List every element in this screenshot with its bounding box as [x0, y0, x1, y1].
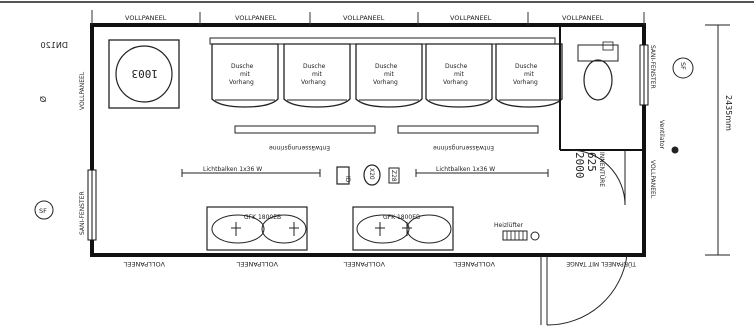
junction-box: Z28	[388, 167, 400, 184]
top-panel-label: VOLLPANEEL	[235, 14, 277, 22]
exterior-door	[540, 254, 628, 326]
top-wall-ticks	[91, 10, 645, 25]
svg-text:Vorhang: Vorhang	[513, 79, 538, 86]
ventilator: Ventilator	[658, 120, 679, 154]
bottom-panel-label: VOLLPANEEL	[123, 260, 165, 268]
top-wall-labels: VOLLPANEEL VOLLPANEEL VOLLPANEEL VOLLPAN…	[125, 14, 604, 22]
width-dimension: 2435mm	[705, 24, 733, 256]
svg-text:Vorhang: Vorhang	[301, 79, 326, 86]
shower-stall: Dusche mit Vorhang	[283, 43, 351, 108]
sf-badge-text: SF	[39, 207, 47, 215]
svg-text:Lichtbalken 1x36 W: Lichtbalken 1x36 W	[203, 166, 262, 173]
svg-text:SF: SF	[679, 62, 687, 70]
svg-text:Vorhang: Vorhang	[443, 79, 468, 86]
inner-door: INNENTÜRE 625 2000	[569, 149, 626, 206]
door-panel-label: TÜRPANEEL MIT TANGE	[566, 260, 637, 267]
svg-text:Ventilator: Ventilator	[658, 120, 665, 150]
svg-text:2000: 2000	[573, 152, 586, 179]
svg-text:625: 625	[585, 152, 598, 172]
bottom-panel-label: VOLLPANEEL	[236, 260, 278, 268]
light-bar: Lichtbalken 1x36 W	[415, 166, 549, 177]
switch-box: ID	[336, 166, 351, 185]
bottom-panel-label: VOLLPANEEL	[343, 260, 385, 268]
svg-text:mit: mit	[454, 71, 465, 78]
svg-text:mit: mit	[384, 71, 395, 78]
container-outline	[90, 23, 646, 257]
drain-channel: Entwässerungsrinne	[397, 125, 539, 151]
svg-text:Vorhang: Vorhang	[373, 79, 398, 86]
left-wall: SANI-FENSTER VOLLPANEEL	[79, 71, 97, 241]
svg-text:Dusche: Dusche	[231, 63, 254, 70]
top-panel-label: VOLLPANEEL	[562, 14, 604, 22]
svg-text:Entwässerungsrinne: Entwässerungsrinne	[269, 144, 330, 151]
shower-row	[209, 37, 556, 45]
right-wall: SANI-FENSTER VOLLPANEEL	[639, 44, 656, 199]
top-panel-label: VOLLPANEEL	[125, 14, 167, 22]
shower-stall: Dusche mit Vorhang	[495, 43, 563, 108]
svg-text:Dusche: Dusche	[375, 63, 398, 70]
svg-text:Dusche: Dusche	[515, 63, 538, 70]
left-panel-label: VOLLPANEEL	[79, 71, 86, 110]
bottom-panel-label: VOLLPANEEL	[453, 260, 495, 268]
outlet-device: X20	[363, 164, 381, 186]
shower-stall: Dusche mit Vorhang	[425, 43, 493, 108]
svg-text:mit: mit	[240, 71, 251, 78]
tank-label: 1003	[132, 67, 159, 80]
left-small-label: Ø	[38, 96, 48, 102]
svg-text:Lichtbalken 1x36 W: Lichtbalken 1x36 W	[436, 166, 495, 173]
left-window-label: SANI-FENSTER	[79, 191, 86, 235]
svg-text:X20: X20	[368, 168, 375, 180]
shower-stall: Dusche mit Vorhang	[355, 43, 423, 108]
svg-text:mit: mit	[524, 71, 535, 78]
tank: 1003	[108, 39, 180, 109]
svg-text:ID: ID	[344, 176, 351, 183]
svg-text:Dusche: Dusche	[445, 63, 468, 70]
bottom-wall-labels: VOLLPANEEL VOLLPANEEL VOLLPANEEL VOLLPAN…	[123, 260, 637, 268]
svg-text:GFK 1800EB: GFK 1800EB	[383, 214, 420, 221]
left-sf-badge: SF	[34, 200, 54, 220]
svg-text:Vorhang: Vorhang	[229, 79, 254, 86]
mirrored-dn-label: DN120	[41, 41, 68, 50]
light-bar: Lichtbalken 1x36 W	[181, 166, 321, 177]
shower-stall: Dusche mit Vorhang	[211, 43, 279, 108]
svg-text:Entwässerungsrinne: Entwässerungsrinne	[433, 144, 494, 151]
sink-unit: GFK 1800EB	[352, 206, 454, 251]
right-panel-label: VOLLPANEEL	[649, 160, 656, 199]
heater: Heizlüfter	[494, 222, 540, 241]
right-sf-badge: SF	[672, 57, 694, 79]
top-panel-label: VOLLPANEEL	[450, 14, 492, 22]
svg-text:Dusche: Dusche	[303, 63, 326, 70]
svg-text:2435mm: 2435mm	[724, 95, 733, 131]
svg-text:mit: mit	[312, 71, 323, 78]
right-window-label: SANI-FENSTER	[649, 45, 656, 89]
svg-text:INNENTÜRE: INNENTÜRE	[598, 152, 605, 187]
svg-text:GFK 1800EB: GFK 1800EB	[244, 214, 281, 221]
top-panel-label: VOLLPANEEL	[343, 14, 385, 22]
svg-text:Heizlüfter: Heizlüfter	[494, 222, 524, 229]
wc-compartment	[559, 27, 644, 151]
sink-unit: GFK 1800EB	[206, 206, 308, 251]
drain-channel: Entwässerungsrinne	[234, 125, 376, 151]
svg-text:Z28: Z28	[390, 170, 397, 182]
